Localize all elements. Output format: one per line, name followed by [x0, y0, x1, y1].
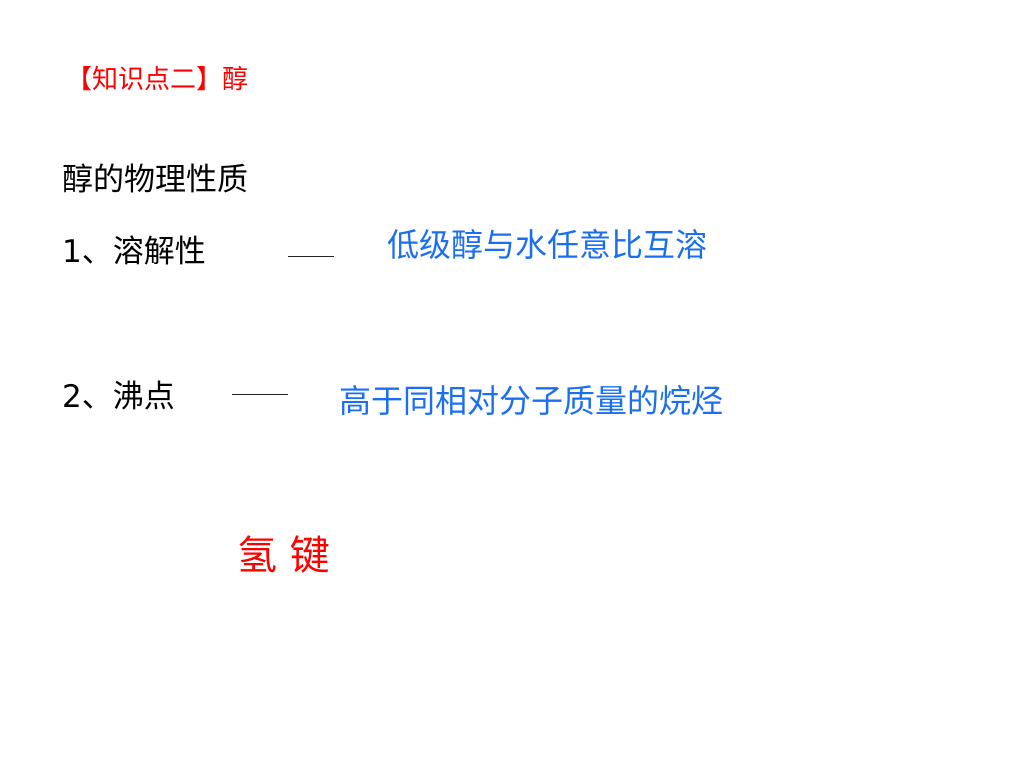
item-solubility-answer: 低级醇与水任意比互溶	[387, 226, 708, 264]
item-boiling-point-label: 2、沸点	[62, 379, 175, 415]
topic-heading: 【知识点二】醇	[66, 65, 249, 95]
hydrogen-bond-hint: 氢 键	[237, 533, 330, 579]
item-solubility-dash	[288, 256, 334, 257]
item-boiling-point-answer: 高于同相对分子质量的烷烃	[339, 382, 724, 420]
item-solubility-label: 1、溶解性	[62, 234, 206, 270]
item-boiling-point-dash	[232, 394, 288, 395]
section-title: 醇的物理性质	[62, 162, 248, 198]
